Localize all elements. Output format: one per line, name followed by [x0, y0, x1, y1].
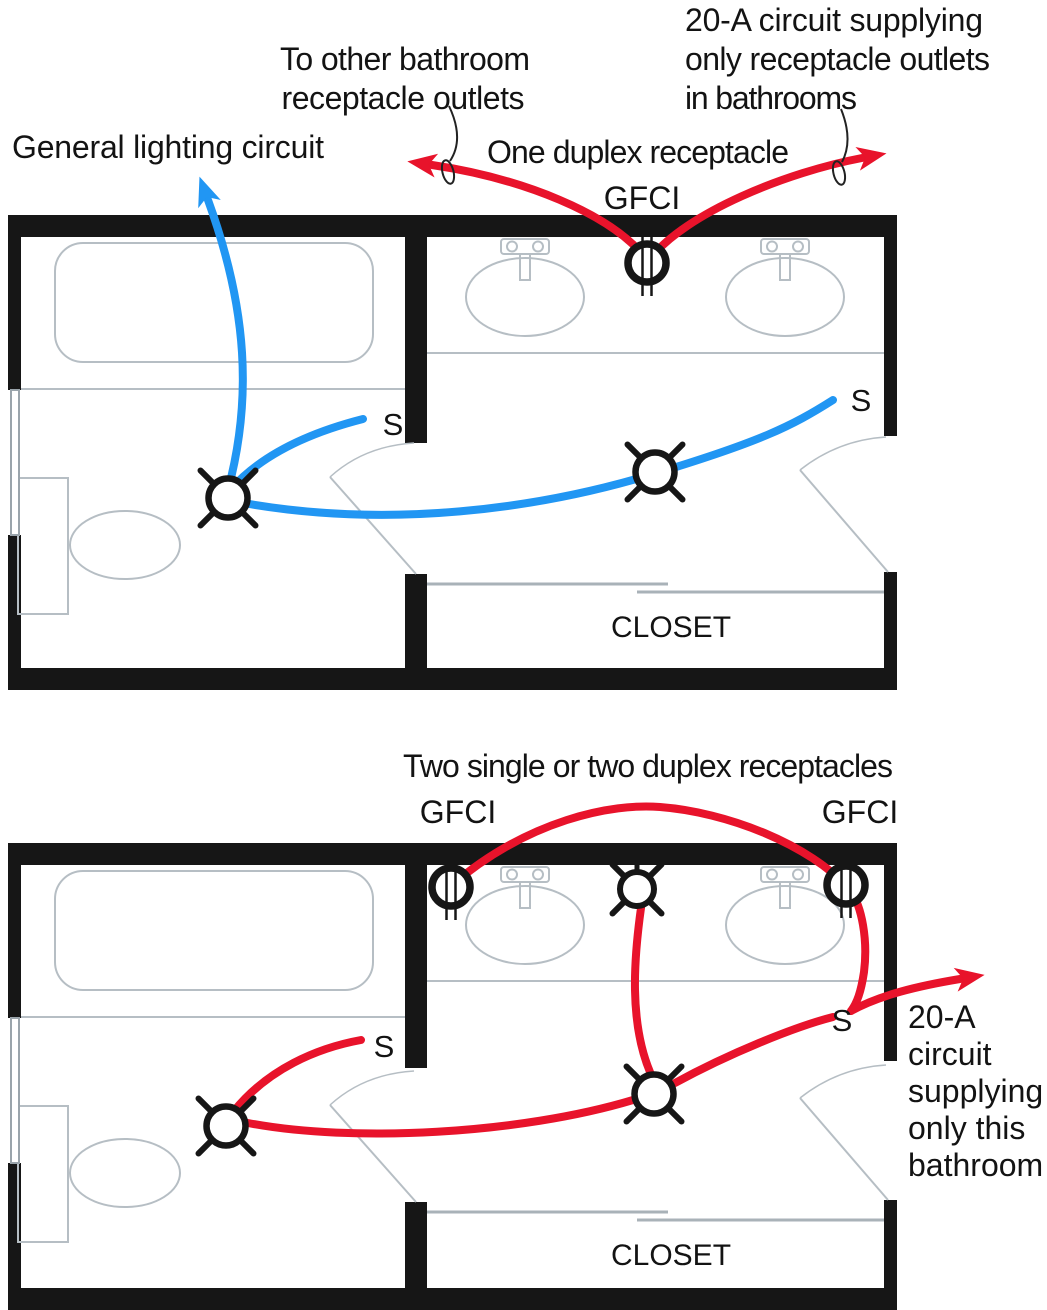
- wall-partition-stub: [405, 1202, 427, 1288]
- leader-to-other-label: [448, 105, 458, 162]
- wall-right-upper: [884, 843, 897, 1061]
- door-swing-partition: [329, 442, 415, 478]
- wall-partition-upper: [405, 865, 427, 1068]
- supply-label-line3: in bathrooms: [685, 80, 857, 116]
- leader-lines: [440, 105, 849, 186]
- door-leaf-right: [799, 1097, 889, 1201]
- toilet-bowl: [69, 1138, 181, 1208]
- top-plan-labels: General lighting circuit To other bathro…: [12, 2, 990, 644]
- wall-top: [8, 843, 897, 865]
- leader-20a-label: [840, 108, 849, 163]
- wire-red-vanity-to-light: [630, 904, 654, 1076]
- switch-label-right: S: [832, 1003, 853, 1038]
- wire-blue-to-panel-arrow: [198, 176, 247, 494]
- door-leaf-right: [799, 469, 889, 573]
- wire-red-right-arrow: [645, 147, 887, 264]
- toilet-tank: [17, 477, 69, 615]
- bathtub: [54, 870, 374, 991]
- leader-loop-right: [831, 160, 847, 186]
- toilet-tank: [17, 1105, 69, 1243]
- dedicated-circuit-label-line4: only this: [908, 1110, 1025, 1146]
- gfci-label-left: GFCI: [420, 794, 496, 830]
- bottom-plan-labels: Two single or two duplex receptacles GFC…: [374, 748, 1044, 1272]
- wire-red-left-arrow: [407, 153, 651, 264]
- top-floor-plan: General lighting circuit To other bathro…: [8, 2, 990, 690]
- door-swing-partition: [329, 1070, 415, 1106]
- leader-loop-left: [440, 159, 456, 185]
- to-other-label-line2: receptacle outlets: [282, 80, 525, 116]
- ceiling-light-symbol-left-room: [201, 471, 256, 526]
- fixtures: [10, 866, 889, 1243]
- dedicated-circuit-label-line5: bathroom: [908, 1147, 1043, 1183]
- sink-right: [725, 885, 845, 965]
- wire-blue-light-to-light-to-switch-right: [234, 396, 837, 519]
- wire-red-gfci-to-gfci-to-switch: [448, 802, 870, 1015]
- dedicated-circuit-label-line2: circuit: [908, 1036, 992, 1072]
- wire-blue-light-to-switch-left: [227, 415, 367, 493]
- door-leaf-left: [10, 389, 20, 536]
- door-swing-right: [799, 1064, 887, 1099]
- wall-partition-upper: [405, 237, 427, 443]
- bottom-floor-plan: Two single or two duplex receptacles GFC…: [8, 748, 1043, 1310]
- closet-label-top: CLOSET: [611, 611, 731, 644]
- faucet-right: [760, 238, 810, 281]
- dedicated-circuit-label-line1: 20-A: [908, 999, 976, 1035]
- faucet-right: [760, 866, 810, 909]
- wire-red-light-to-switch-left: [230, 1036, 365, 1115]
- wall-right-lower: [884, 572, 897, 690]
- wall-left-lower: [8, 1163, 21, 1310]
- bathtub: [54, 242, 374, 363]
- wall-partition-stub: [405, 574, 427, 668]
- closet-label-bottom: CLOSET: [611, 1239, 731, 1272]
- gfci-label-right: GFCI: [822, 794, 898, 830]
- ceiling-light-symbol-right-room: [627, 1067, 682, 1122]
- door-leaf-partition: [329, 476, 417, 575]
- door-leaf-left: [10, 1017, 20, 1164]
- gfci-label-top: GFCI: [604, 180, 680, 216]
- two-receptacles-title: Two single or two duplex receptacles: [403, 748, 893, 784]
- wall-top: [8, 215, 897, 237]
- wall-left-lower: [8, 535, 21, 690]
- supply-label-line1: 20-A circuit supplying: [685, 2, 983, 38]
- one-duplex-label: One duplex receptacle: [487, 134, 789, 170]
- fixtures: [10, 238, 889, 615]
- ceiling-light-symbol-right-room: [628, 445, 683, 500]
- ceiling-light-symbol-left-room: [199, 1099, 254, 1154]
- switch-label-left: S: [383, 407, 404, 442]
- walls: [8, 215, 897, 690]
- wire-red-light-to-switch-right: [671, 1013, 837, 1087]
- wire-red-light-to-light: [244, 1096, 637, 1138]
- door-swing-right: [799, 436, 887, 471]
- wall-right-lower: [884, 1200, 897, 1310]
- faucet-left: [500, 238, 550, 281]
- door-leaf-partition: [329, 1104, 417, 1203]
- wall-bottom: [8, 1288, 897, 1310]
- general-lighting-label: General lighting circuit: [12, 129, 324, 165]
- wire-red-exit-arrow: [847, 967, 985, 1015]
- toilet-bowl: [69, 510, 181, 580]
- switch-label-left: S: [374, 1029, 395, 1064]
- faucet-left: [500, 866, 550, 909]
- to-other-label-line1: To other bathroom: [280, 41, 530, 77]
- red-dedicated-circuit-wires: [230, 802, 985, 1138]
- wall-left-upper: [8, 215, 21, 390]
- wall-left-upper: [8, 843, 21, 1018]
- vanity-light-symbol: [609, 846, 665, 917]
- wall-bottom: [8, 668, 897, 690]
- sink-right: [725, 257, 845, 337]
- supply-label-line2: only receptacle outlets: [685, 41, 990, 77]
- sink-left: [465, 885, 585, 965]
- sink-left: [465, 257, 585, 337]
- wall-right-upper: [884, 215, 897, 436]
- walls: [8, 843, 897, 1310]
- blue-lighting-circuit-wires: [198, 176, 837, 519]
- dedicated-circuit-label-line3: supplying: [908, 1073, 1043, 1109]
- switch-label-right: S: [851, 383, 872, 418]
